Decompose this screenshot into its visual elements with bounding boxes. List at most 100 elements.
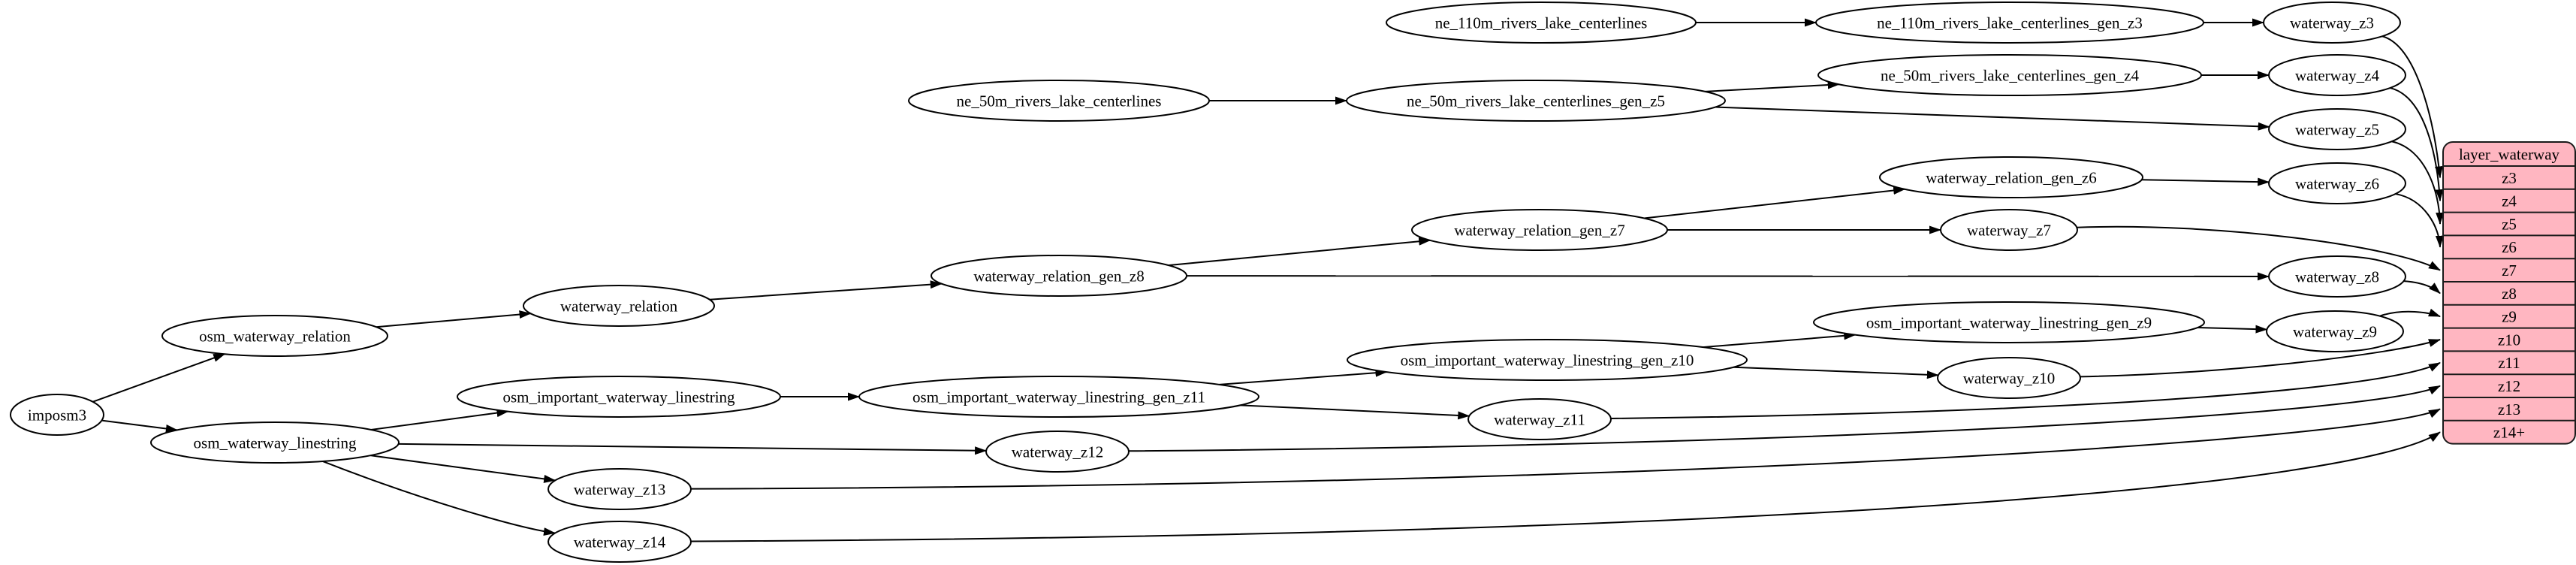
node-ellipse (1937, 357, 2081, 399)
edge-ne_50m_rivers_lake_centerlines_gen_z5-to-waterway_z5 (1715, 106, 2270, 131)
node-ellipse (1347, 339, 1748, 381)
edge-osm_important_waterway_linestring_gen_z9-to-waterway_z9 (2197, 325, 2268, 334)
edge-waterway_z7-to-layer_waterway-z7 (2077, 225, 2441, 271)
node-label: waterway_z8 (2295, 267, 2379, 286)
node-label: osm_important_waterway_linestring (502, 388, 735, 406)
node-ellipse (10, 394, 104, 436)
node-ellipse (985, 431, 1130, 473)
node-waterway_z7: waterway_z7 (1940, 209, 2078, 251)
node-waterway_z11: waterway_z11 (1467, 398, 1612, 440)
node-label: waterway_z6 (2295, 174, 2379, 192)
edge-waterway_z14-to-layer_waterway-z14+ (690, 431, 2441, 542)
nodes-layer: ne_110m_rivers_lake_centerlines ne_110m_r… (10, 2, 2406, 563)
node-label: waterway_z9 (2293, 322, 2377, 340)
node-ellipse (858, 376, 1259, 418)
edge-waterway_z10-to-layer_waterway-z10 (2080, 339, 2441, 378)
edge-osm_important_waterway_linestring_gen_z11-to-waterway_z11 (1240, 404, 1470, 420)
node-label: osm_waterway_linestring (194, 434, 357, 452)
table-row-z12: z12 (2498, 377, 2520, 395)
node-waterway_z3: waterway_z3 (2263, 2, 2401, 44)
node-waterway_relation_gen_z7: waterway_relation_gen_z7 (1411, 209, 1668, 251)
edge-waterway_relation_gen_z6-to-waterway_z6 (2141, 177, 2270, 186)
node-ellipse (908, 80, 1210, 122)
node-ne_110m_rivers_lake_centerlines: ne_110m_rivers_lake_centerlines (1386, 2, 1697, 44)
node-ellipse (931, 255, 1187, 297)
edge-osm_waterway_linestring-to-waterway_z12 (398, 443, 988, 455)
edge-osm_waterway_relation-to-waterway_relation (376, 310, 532, 328)
node-label: waterway_z13 (574, 480, 665, 498)
node-waterway_z13: waterway_z13 (547, 468, 692, 510)
node-label: ne_110m_rivers_lake_centerlines_gen_z3 (1877, 14, 2143, 32)
node-waterway_z12: waterway_z12 (985, 431, 1130, 473)
node-ellipse (1411, 209, 1668, 251)
table-row-z6: z6 (2502, 238, 2517, 256)
edge-waterway_z3-to-layer_waterway-z3 (2381, 35, 2443, 179)
node-osm_important_waterway_linestring_gen_z10: osm_important_waterway_linestring_gen_z1… (1347, 339, 1748, 381)
node-waterway_z9: waterway_z9 (2266, 310, 2404, 352)
node-waterway_z14: waterway_z14 (547, 521, 692, 563)
node-waterway_relation: waterway_relation (523, 285, 715, 327)
node-label: waterway_relation_gen_z7 (1454, 221, 1624, 239)
node-ne_50m_rivers_lake_centerlines: ne_50m_rivers_lake_centerlines (908, 80, 1210, 122)
node-waterway_z6: waterway_z6 (2268, 162, 2406, 204)
edge-osm_important_waterway_linestring_gen_z11-to-osm_important_waterway_linestring_gen_z10 (1219, 368, 1388, 385)
node-osm_waterway_relation: osm_waterway_relation (161, 315, 388, 357)
node-ellipse (1940, 209, 2078, 251)
node-label: waterway_z4 (2295, 66, 2379, 84)
node-waterway_z5: waterway_z5 (2268, 108, 2406, 150)
node-label: waterway_relation_gen_z6 (1926, 168, 2096, 186)
table-row-z13: z13 (2498, 400, 2520, 418)
node-ellipse (161, 315, 388, 357)
node-label: imposm3 (28, 406, 86, 424)
node-osm_important_waterway_linestring_gen_z11: osm_important_waterway_linestring_gen_z1… (858, 376, 1259, 418)
node-ellipse (2268, 108, 2406, 150)
edge-osm_waterway_linestring-to-osm_important_waterway_linestring (370, 409, 509, 431)
table-row-z9: z9 (2502, 308, 2517, 326)
edge-waterway_relation-to-waterway_relation_gen_z8 (709, 280, 943, 301)
node-ellipse (1467, 398, 1612, 440)
node-label: waterway_z10 (1963, 369, 2055, 387)
node-ellipse (523, 285, 715, 327)
table-row-z10: z10 (2498, 331, 2520, 349)
node-label: waterway_relation_gen_z8 (973, 267, 1144, 285)
node-label: waterway_z5 (2295, 120, 2379, 138)
node-ellipse (457, 376, 781, 418)
node-label: ne_110m_rivers_lake_centerlines (1435, 14, 1648, 32)
table-row-z4: z4 (2502, 192, 2517, 210)
edge-waterway_z11-to-layer_waterway-z11 (1610, 361, 2441, 419)
node-label: waterway_z14 (574, 533, 666, 551)
edge-waterway_z8-to-layer_waterway-z8 (2403, 280, 2441, 295)
node-ellipse (547, 468, 692, 510)
node-waterway_z4: waterway_z4 (2268, 54, 2406, 96)
table-background (2442, 141, 2576, 445)
table-row-z7: z7 (2502, 261, 2517, 279)
node-label: waterway_z3 (2290, 14, 2374, 32)
edge-osm_waterway_linestring-to-waterway_z13 (370, 455, 557, 483)
edge-imposm3-to-osm_waterway_relation (92, 353, 226, 403)
node-label: waterway_z7 (1967, 221, 2051, 239)
edge-waterway_z13-to-layer_waterway-z13 (690, 408, 2441, 490)
node-ne_50m_rivers_lake_centerlines_gen_z4: ne_50m_rivers_lake_centerlines_gen_z4 (1817, 54, 2202, 96)
node-imposm3: imposm3 (10, 394, 104, 436)
node-ellipse (2268, 255, 2406, 298)
edge-osm_important_waterway_linestring_gen_z10-to-osm_important_waterway_linestring_gen_z9 (1703, 331, 1857, 349)
node-ellipse (1813, 301, 2205, 343)
edge-waterway_relation_gen_z8-to-waterway_relation_gen_z7 (1168, 237, 1431, 267)
edge-waterway_relation_gen_z7-to-waterway_relation_gen_z6 (1644, 186, 1906, 219)
node-osm_important_waterway_linestring_gen_z9: osm_important_waterway_linestring_gen_z9 (1813, 301, 2205, 343)
node-label: osm_important_waterway_linestring_gen_z1… (1401, 351, 1694, 369)
table-layer-waterway: layer_waterwayz3z4z5z6z7z8z9z10z11z12z13… (2442, 141, 2576, 445)
node-osm_important_waterway_linestring: osm_important_waterway_linestring (457, 376, 781, 418)
edge-waterway_z5-to-layer_waterway-z5 (2391, 140, 2445, 225)
node-ellipse (1386, 2, 1697, 44)
edge-waterway_z9-to-layer_waterway-z9 (2379, 308, 2441, 318)
table-row-z3: z3 (2502, 169, 2517, 187)
edges-layer (92, 18, 2445, 542)
edge-waterway_z12-to-layer_waterway-z12 (1128, 385, 2441, 452)
edge-ne_50m_rivers_lake_centerlines_gen_z5-to-ne_50m_rivers_lake_centerlines_gen_z4 (1705, 80, 1840, 92)
node-label: waterway_z12 (1012, 443, 1103, 461)
edge-osm_important_waterway_linestring_gen_z10-to-waterway_z10 (1733, 366, 1939, 379)
node-ne_50m_rivers_lake_centerlines_gen_z5: ne_50m_rivers_lake_centerlines_gen_z5 (1346, 80, 1726, 122)
node-ellipse (2263, 2, 2401, 44)
